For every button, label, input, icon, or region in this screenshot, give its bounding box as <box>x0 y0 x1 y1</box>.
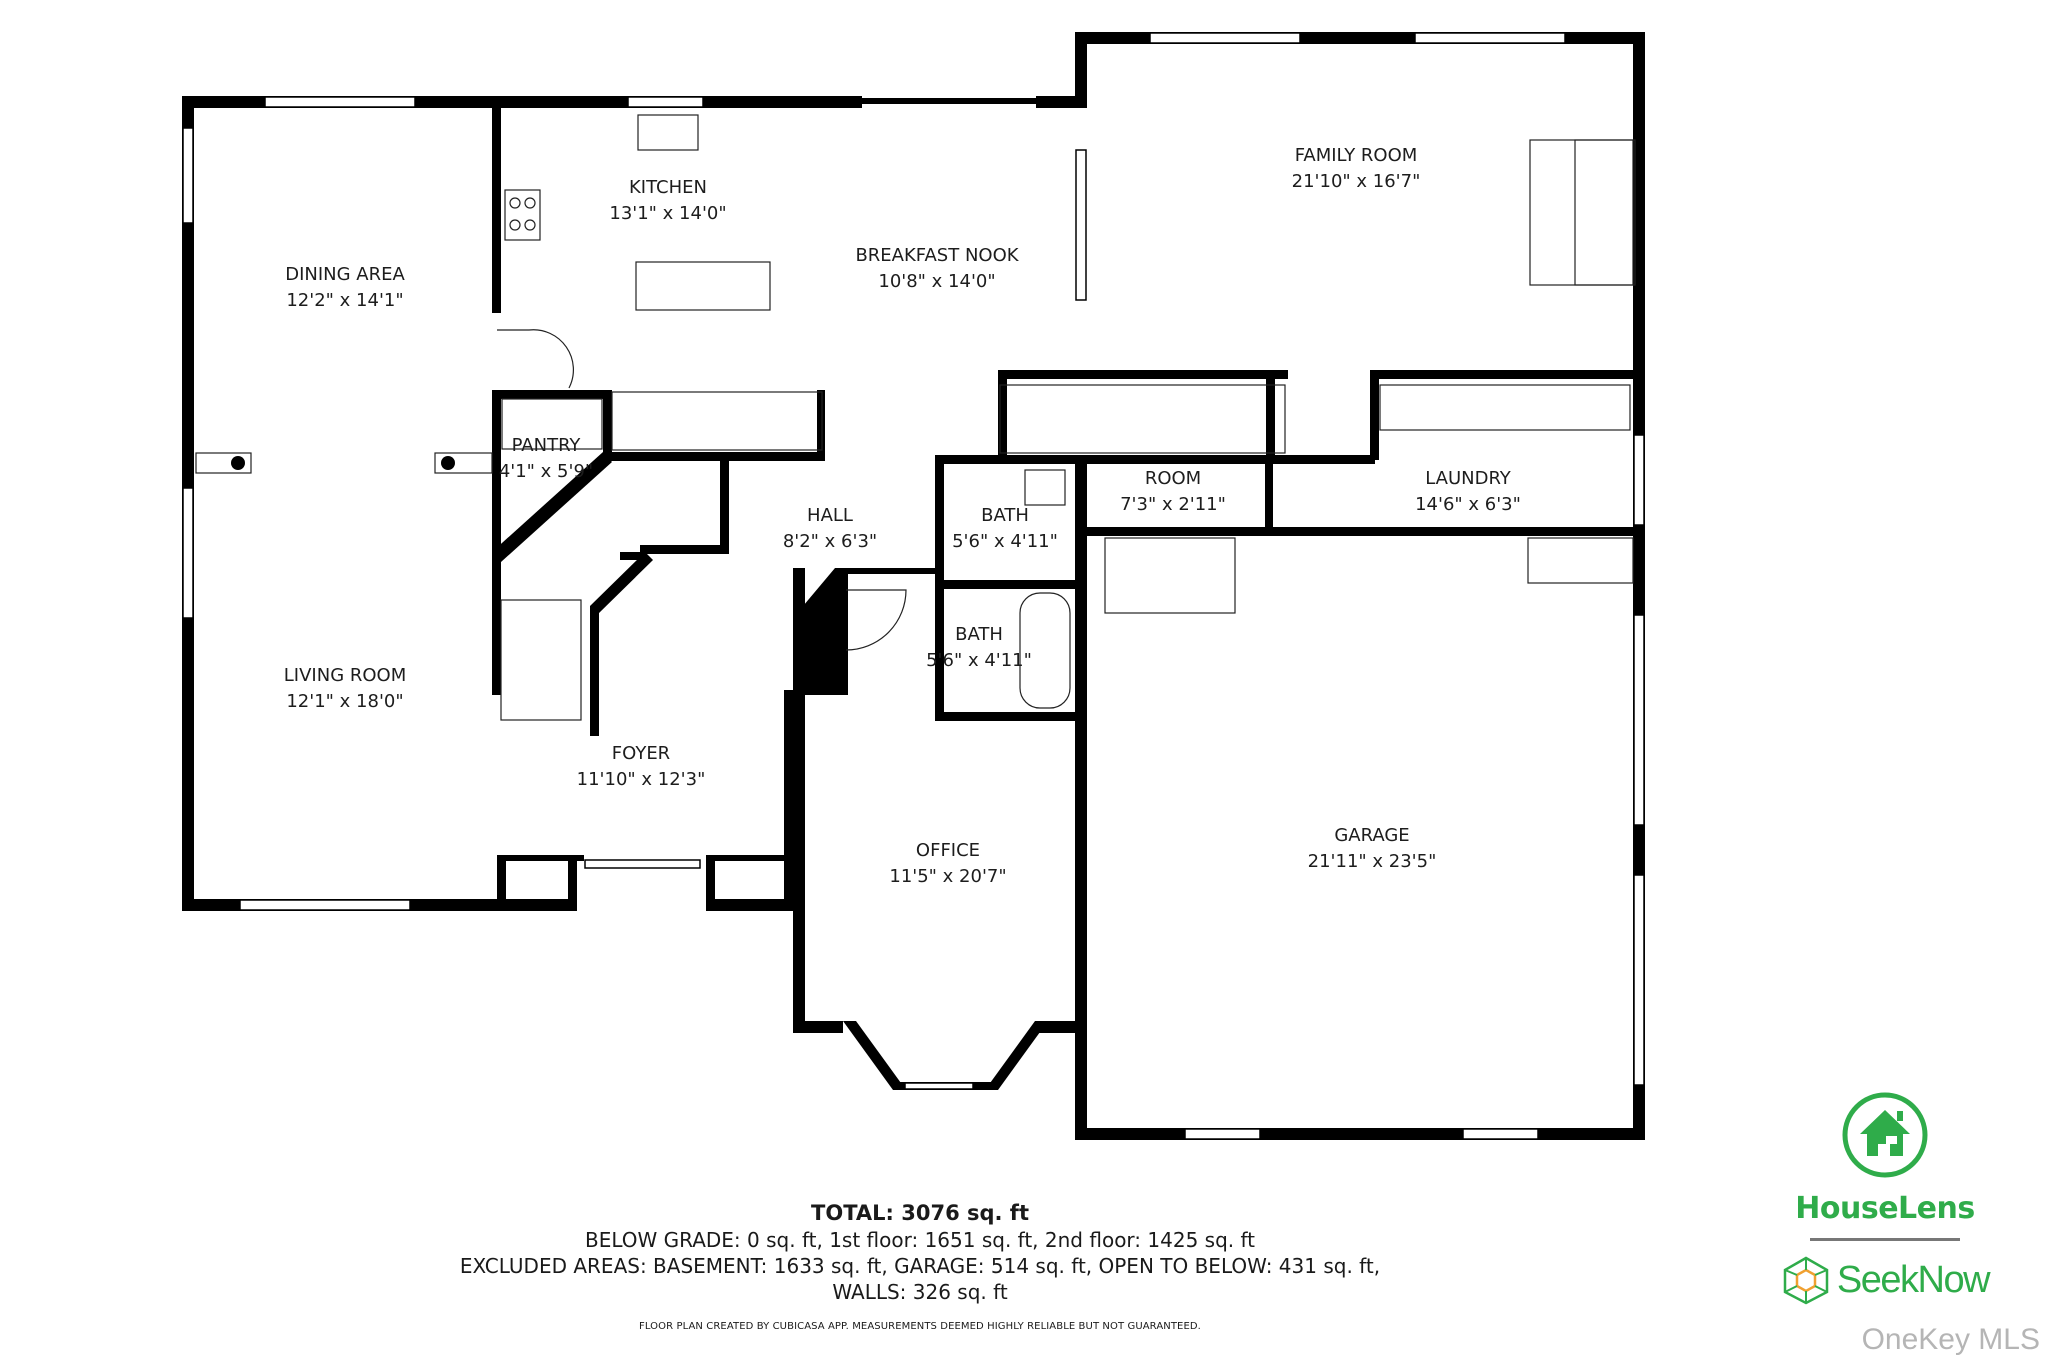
room-label-room: ROOM 7'3" x 2'11" <box>1120 466 1226 518</box>
room-dimensions: 13'1" x 14'0" <box>609 203 727 224</box>
room-dimensions: 14'6" x 6'3" <box>1415 494 1521 515</box>
room-name: BATH <box>981 505 1029 526</box>
room-label-pantry: PANTRY 4'1" x 5'9" <box>499 433 593 485</box>
room-name: ROOM <box>1144 468 1202 489</box>
wall-family-left <box>1075 32 1087 108</box>
room-dimensions: 12'2" x 14'1" <box>286 290 404 311</box>
excluded-areas: EXCLUDED AREAS: BASEMENT: 1633 sq. ft, G… <box>459 1254 1381 1278</box>
mls-watermark: OneKey MLS <box>1861 1323 2040 1356</box>
room-label-garage: GARAGE 21'11" x 23'5" <box>1308 823 1437 875</box>
logo-divider <box>1810 1238 1960 1241</box>
room-dimensions: 10'8" x 14'0" <box>878 271 996 292</box>
room-name: BREAKFAST NOOK <box>855 245 1019 266</box>
disclaimer: FLOOR PLAN CREATED BY CUBICASA APP. MEAS… <box>639 1321 1201 1332</box>
room-dimensions: 11'5" x 20'7" <box>889 866 1007 887</box>
wall-garage-bottom <box>1075 1128 1645 1140</box>
room-dimensions: 21'10" x 16'7" <box>1291 171 1421 192</box>
room-name: KITCHEN <box>628 177 707 198</box>
room-dimensions: 21'11" x 23'5" <box>1307 851 1437 872</box>
room-name: FAMILY ROOM <box>1294 145 1418 166</box>
room-label-foyer: FOYER 11'10" x 12'3" <box>577 741 706 793</box>
room-dimensions: 5'6" x 4'11" <box>952 531 1058 552</box>
room-dimensions: 4'1" x 5'9" <box>498 461 594 482</box>
wall-right <box>1633 32 1645 1140</box>
room-dimensions: 8'2" x 6'3" <box>782 531 878 552</box>
room-label-hall: HALL 8'2" x 6'3" <box>783 503 877 555</box>
room-name: LAUNDRY <box>1425 468 1511 489</box>
cube-icon <box>1783 1256 1829 1305</box>
room-label-breakfast-nook: BREAKFAST NOOK 10'8" x 14'0" <box>855 243 1018 295</box>
room-label-office: OFFICE 11'5" x 20'7" <box>889 838 1006 890</box>
room-name: GARAGE <box>1334 825 1410 846</box>
room-name: FOYER <box>611 743 671 764</box>
seeknow-logo: SeekNow <box>1770 1255 2000 1305</box>
walls-area: WALLS: 326 sq. ft <box>832 1280 1008 1304</box>
room-label-laundry: LAUNDRY 14'6" x 6'3" <box>1415 466 1521 518</box>
room-label-bath-1: BATH 5'6" x 4'11" <box>952 503 1058 555</box>
area-summary: TOTAL: 3076 sq. ft BELOW GRADE: 0 sq. ft… <box>0 1200 1840 1332</box>
houselens-name: HouseLens <box>1795 1191 1975 1226</box>
room-label-kitchen: KITCHEN 13'1" x 14'0" <box>609 175 726 227</box>
total-area: TOTAL: 3076 sq. ft <box>811 1201 1029 1225</box>
room-label-family-room: FAMILY ROOM 21'10" x 16'7" <box>1292 143 1421 195</box>
room-name: HALL <box>807 505 853 526</box>
room-dimensions: 7'3" x 2'11" <box>1120 494 1226 515</box>
room-name: DINING AREA <box>285 264 405 285</box>
room-name: LIVING ROOM <box>283 665 407 686</box>
room-dimensions: 12'1" x 18'0" <box>286 691 404 712</box>
room-dimensions: 11'10" x 12'3" <box>576 769 706 790</box>
room-label-bath-2: BATH 5'6" x 4'11" <box>926 622 1032 674</box>
room-name: OFFICE <box>915 840 981 861</box>
house-icon <box>1842 1092 1928 1178</box>
area-breakdown: BELOW GRADE: 0 sq. ft, 1st floor: 1651 s… <box>584 1228 1256 1252</box>
seeknow-name: SeekNow <box>1836 1258 1991 1301</box>
room-name: BATH <box>955 624 1003 645</box>
brand-logos: HouseLens SeekNow <box>1770 1090 2000 1305</box>
room-name: PANTRY <box>511 435 581 456</box>
room-label-dining-area: DINING AREA 12'2" x 14'1" <box>285 262 405 314</box>
room-label-living-room: LIVING ROOM 12'1" x 18'0" <box>284 663 406 715</box>
room-dimensions: 5'6" x 4'11" <box>926 650 1032 671</box>
